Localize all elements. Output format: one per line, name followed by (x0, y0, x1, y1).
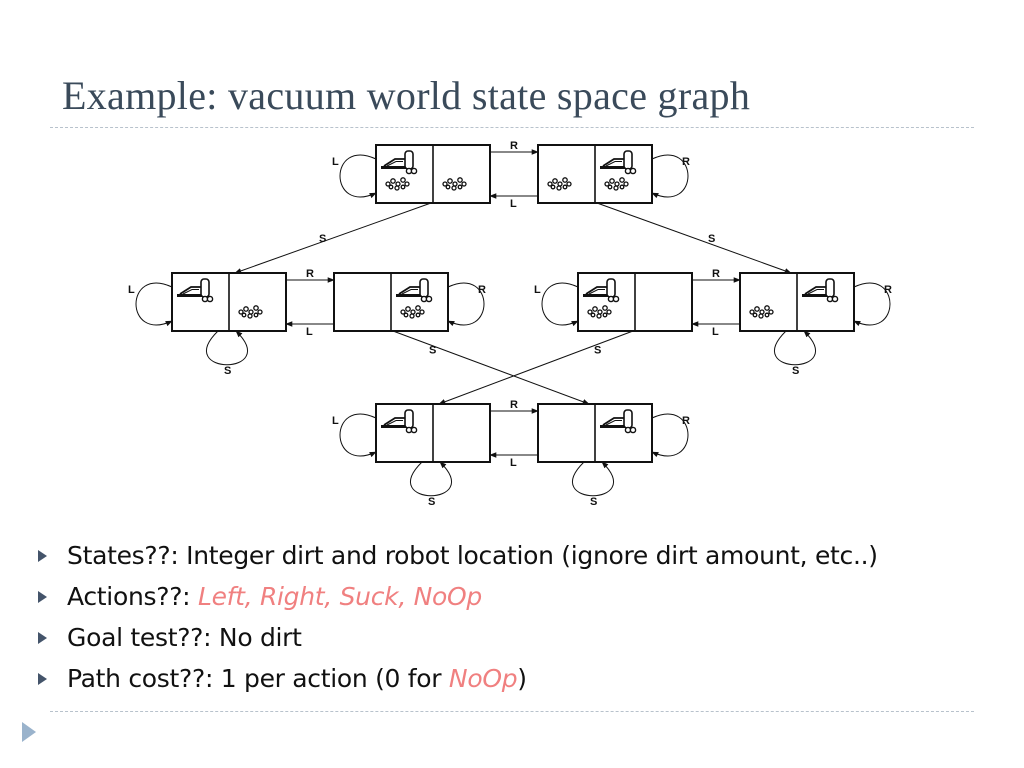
state-s5 (577, 272, 693, 332)
state-nodes (171, 144, 855, 463)
action-label-L: L (534, 284, 541, 296)
bullet-states: States??: Integer dirt and robot locatio… (38, 535, 878, 576)
action-label-R: R (682, 415, 690, 427)
action-label-L: L (510, 457, 517, 469)
self-loop-edge-S (206, 330, 248, 366)
state-s6 (739, 272, 855, 332)
action-label-R: R (510, 399, 518, 411)
self-loop-edge-R (651, 154, 689, 199)
bullet-text: Integer dirt and robot location (ignore … (178, 541, 878, 570)
transition-edges (135, 149, 891, 497)
bullet-arrow-icon (38, 550, 47, 562)
title-divider (50, 127, 974, 128)
bullet-path-cost: Path cost??: 1 per action (0 for NoOp) (38, 658, 878, 699)
bullet-text: No dirt (211, 623, 302, 652)
action-label-L: L (510, 198, 517, 210)
bullet-accent-text: Left, Right, Suck, NoOp (197, 582, 482, 611)
bullet-actions: Actions??: Left, Right, Suck, NoOp (38, 576, 878, 617)
transition-edge-S (438, 330, 634, 405)
bullet-goal-test: Goal test??: No dirt (38, 617, 878, 658)
bullet-accent-text: NoOp (448, 664, 518, 693)
state-s4 (333, 272, 449, 332)
bullet-label: Path cost??: (67, 664, 214, 693)
state-s8 (537, 403, 653, 463)
action-label-L: L (332, 156, 339, 168)
action-label-S: S (792, 365, 799, 377)
state-s1 (375, 144, 491, 204)
action-label-R: R (510, 140, 518, 152)
bullet-arrow-icon (38, 632, 47, 644)
action-label-L: L (306, 326, 313, 338)
next-slide-arrow-icon[interactable] (22, 722, 36, 742)
state-s3 (171, 272, 287, 332)
self-loop-edge-R (651, 413, 689, 458)
bullet-label: Actions??: (67, 582, 191, 611)
self-loop-edge-L (541, 282, 579, 327)
slide-title: Example: vacuum world state space graph (62, 73, 751, 118)
bullet-list: States??: Integer dirt and robot locatio… (38, 535, 878, 699)
action-label-R: R (884, 284, 892, 296)
transition-edge-S (392, 330, 590, 405)
action-label-L: L (712, 326, 719, 338)
self-loop-edge-L (339, 154, 377, 199)
bullet-suffix: ) (517, 664, 527, 693)
action-label-S: S (319, 233, 326, 245)
action-label-S: S (590, 496, 597, 508)
action-label-R: R (712, 268, 720, 280)
bullet-text: 1 per action (0 for (213, 664, 449, 693)
action-label-L: L (128, 284, 135, 296)
self-loop-edge-L (135, 282, 173, 327)
state-s2 (537, 144, 653, 204)
self-loop-edge-R (853, 282, 891, 327)
action-label-S: S (429, 345, 436, 357)
self-loop-edge-S (774, 330, 816, 366)
action-labels: R L S S R L R L S S R L L R L S R L R S L S R S (128, 140, 892, 508)
action-label-S: S (708, 233, 715, 245)
action-label-S: S (224, 365, 231, 377)
bullet-label: States??: (67, 541, 179, 570)
self-loop-edge-R (447, 282, 485, 327)
bullet-arrow-icon (38, 591, 47, 603)
bullet-label: Goal test??: (67, 623, 212, 652)
state-space-graph: R L S S R L R L S S R L L R L S R L R S L S R S (128, 140, 892, 508)
bullet-arrow-icon (38, 673, 47, 685)
action-label-R: R (478, 284, 486, 296)
transition-edge-S (234, 202, 432, 274)
transition-edge-S (596, 202, 792, 274)
state-s7 (375, 403, 491, 463)
self-loop-edge-S (410, 461, 452, 497)
action-label-R: R (306, 268, 314, 280)
self-loop-edge-S (572, 461, 614, 497)
action-label-S: S (594, 345, 601, 357)
action-label-R: R (682, 156, 690, 168)
action-label-S: S (428, 496, 435, 508)
footer-divider (50, 711, 974, 712)
self-loop-edge-L (339, 413, 377, 458)
action-label-L: L (332, 415, 339, 427)
